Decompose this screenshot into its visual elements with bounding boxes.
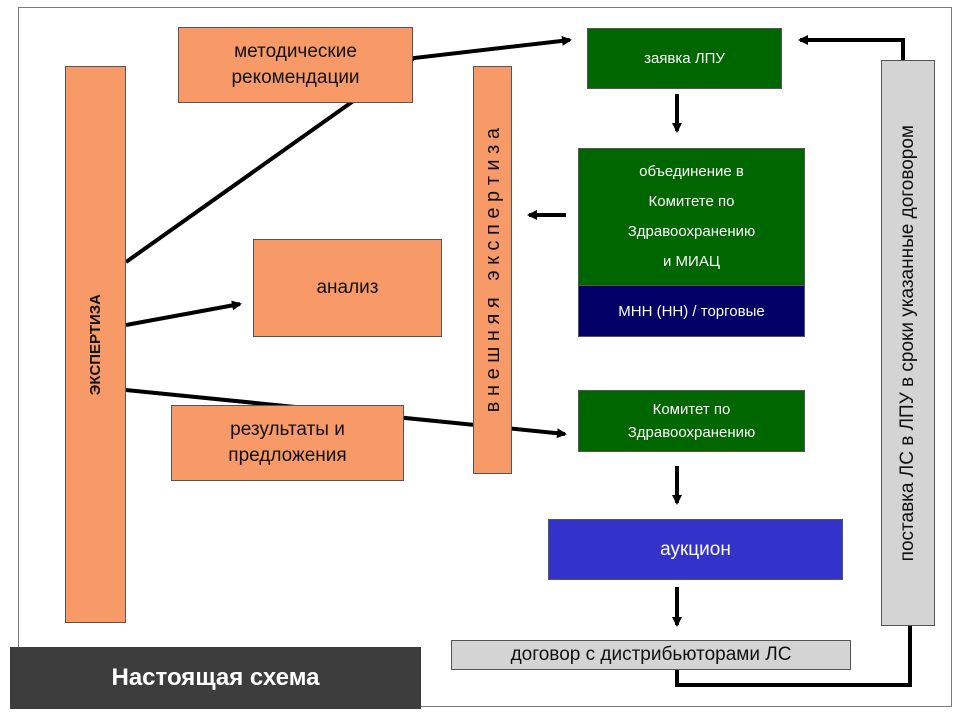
scheme-caption: Настоящая схема — [10, 647, 421, 709]
dogovor-label: договор с дистрибьюторами ЛС — [510, 644, 792, 665]
komitet-label: Комитет по Здравоохранению — [627, 401, 756, 441]
results-label: результаты и предложения — [228, 419, 347, 466]
komitet-box: Комитет по Здравоохранению — [578, 390, 805, 452]
vneshnyaya-label: в н е ш н я я э к с п е р т и з а — [481, 127, 504, 413]
expertise-label: ЭКСПЕРТИЗА — [86, 293, 104, 396]
analiz-box: анализ — [253, 239, 442, 337]
postavka-label: поставка ЛС в ЛПУ в сроки указанные дого… — [897, 124, 918, 562]
auction-box: аукцион — [548, 519, 843, 580]
postavka-box: поставка ЛС в ЛПУ в сроки указанные дого… — [881, 60, 935, 626]
metod-rec-label: методические рекомендации — [231, 41, 360, 88]
auction-label: аукцион — [660, 538, 731, 560]
zayavka-label: заявка ЛПУ — [644, 50, 725, 67]
obedinenie-box: объединение в Комитете по Здравоохранени… — [578, 148, 805, 285]
zayavka-box: заявка ЛПУ — [587, 28, 782, 89]
expertise-box: ЭКСПЕРТИЗА — [65, 66, 126, 623]
slide-frame — [18, 7, 952, 707]
metod-rec-box: методические рекомендации — [178, 27, 413, 103]
dogovor-box: договор с дистрибьюторами ЛС — [451, 640, 851, 670]
results-box: результаты и предложения — [171, 405, 404, 481]
analiz-label: анализ — [316, 277, 379, 298]
vneshnyaya-box: в н е ш н я я э к с п е р т и з а — [473, 66, 512, 474]
mnn-label: МНН (НН) / торговые — [618, 302, 765, 320]
mnn-box: МНН (НН) / торговые — [578, 285, 805, 337]
obedinenie-label: объединение в Комитете по Здравоохранени… — [627, 163, 756, 270]
